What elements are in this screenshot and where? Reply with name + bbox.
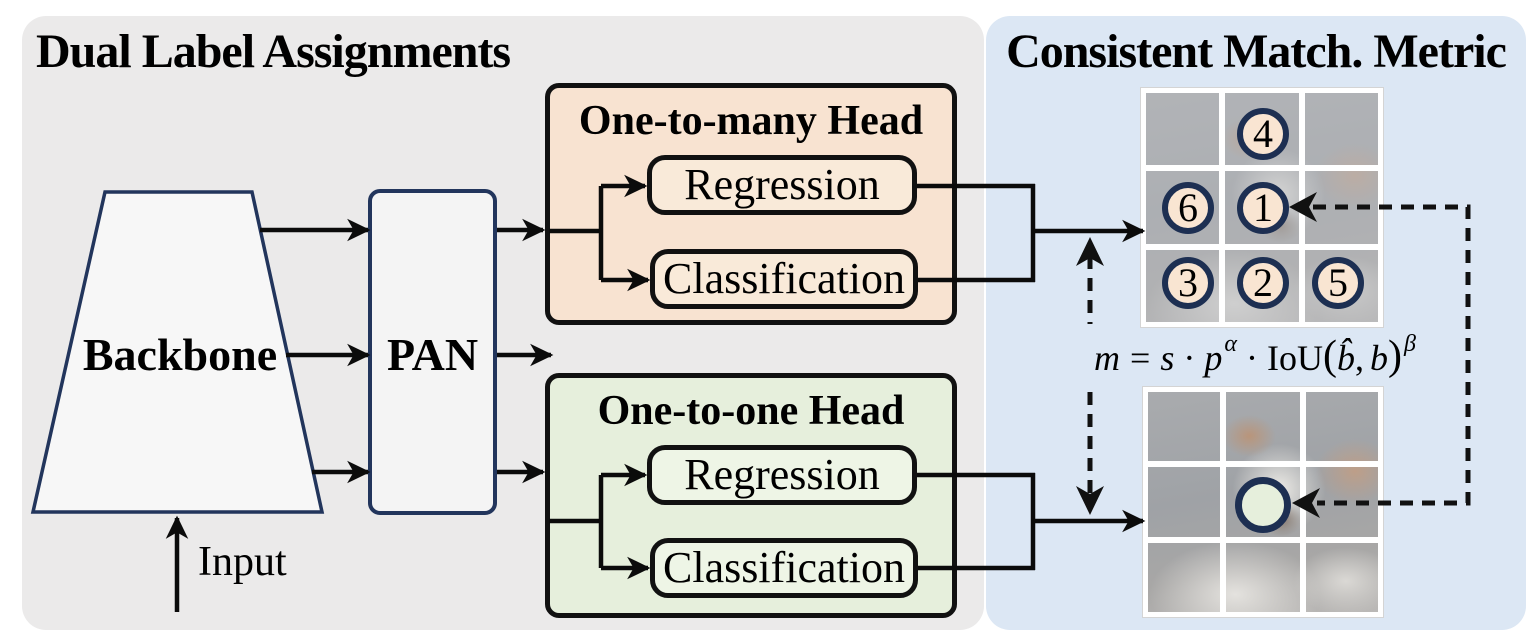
anchor-circle-1: 1 [1237, 182, 1289, 234]
backbone-label: Backbone [82, 329, 278, 380]
matching-metric-formula: m = s · p α · IoU ( b̂ , b ) β [1040, 330, 1470, 386]
formula-p: p [1204, 338, 1223, 378]
formula-equals: = [1130, 338, 1151, 378]
formula-iou: IoU [1266, 338, 1323, 378]
formula-cdot2: · [1245, 338, 1258, 378]
right-panel-title: Consistent Match. Metric [1006, 25, 1507, 78]
formula-cdot: · [1183, 338, 1196, 378]
formula-b: b [1369, 338, 1388, 378]
anchor-circle-3: 3 [1162, 257, 1214, 309]
one-to-one-head-title: One-to-one Head [597, 388, 905, 434]
input-label: Input [198, 539, 287, 585]
left-panel-title: Dual Label Assignments [36, 25, 511, 78]
formula-s: s [1160, 338, 1175, 378]
pan-label: PAN [386, 329, 479, 380]
formula-m: m [1094, 338, 1121, 378]
formula-open-paren: ( [1322, 333, 1337, 379]
oto-regression-box: Regression [647, 445, 917, 505]
otm-classification-box: Classification [650, 249, 918, 309]
anchor-circle-5: 5 [1312, 257, 1364, 309]
oto-classification-box: Classification [650, 538, 918, 598]
formula-close-paren: ) [1387, 333, 1402, 379]
one-to-one-anchor-circle [1235, 477, 1291, 533]
formula-alpha: α [1224, 331, 1237, 357]
anchor-circle-2: 2 [1237, 257, 1289, 309]
anchor-circle-4: 4 [1237, 108, 1289, 160]
formula-beta: β [1403, 331, 1416, 357]
formula-comma: , [1354, 338, 1364, 378]
formula-b-hat: b̂ [1336, 338, 1355, 378]
anchor-circle-6: 6 [1162, 182, 1214, 234]
otm-regression-box: Regression [647, 155, 917, 215]
one-to-many-head-title: One-to-many Head [578, 98, 924, 144]
